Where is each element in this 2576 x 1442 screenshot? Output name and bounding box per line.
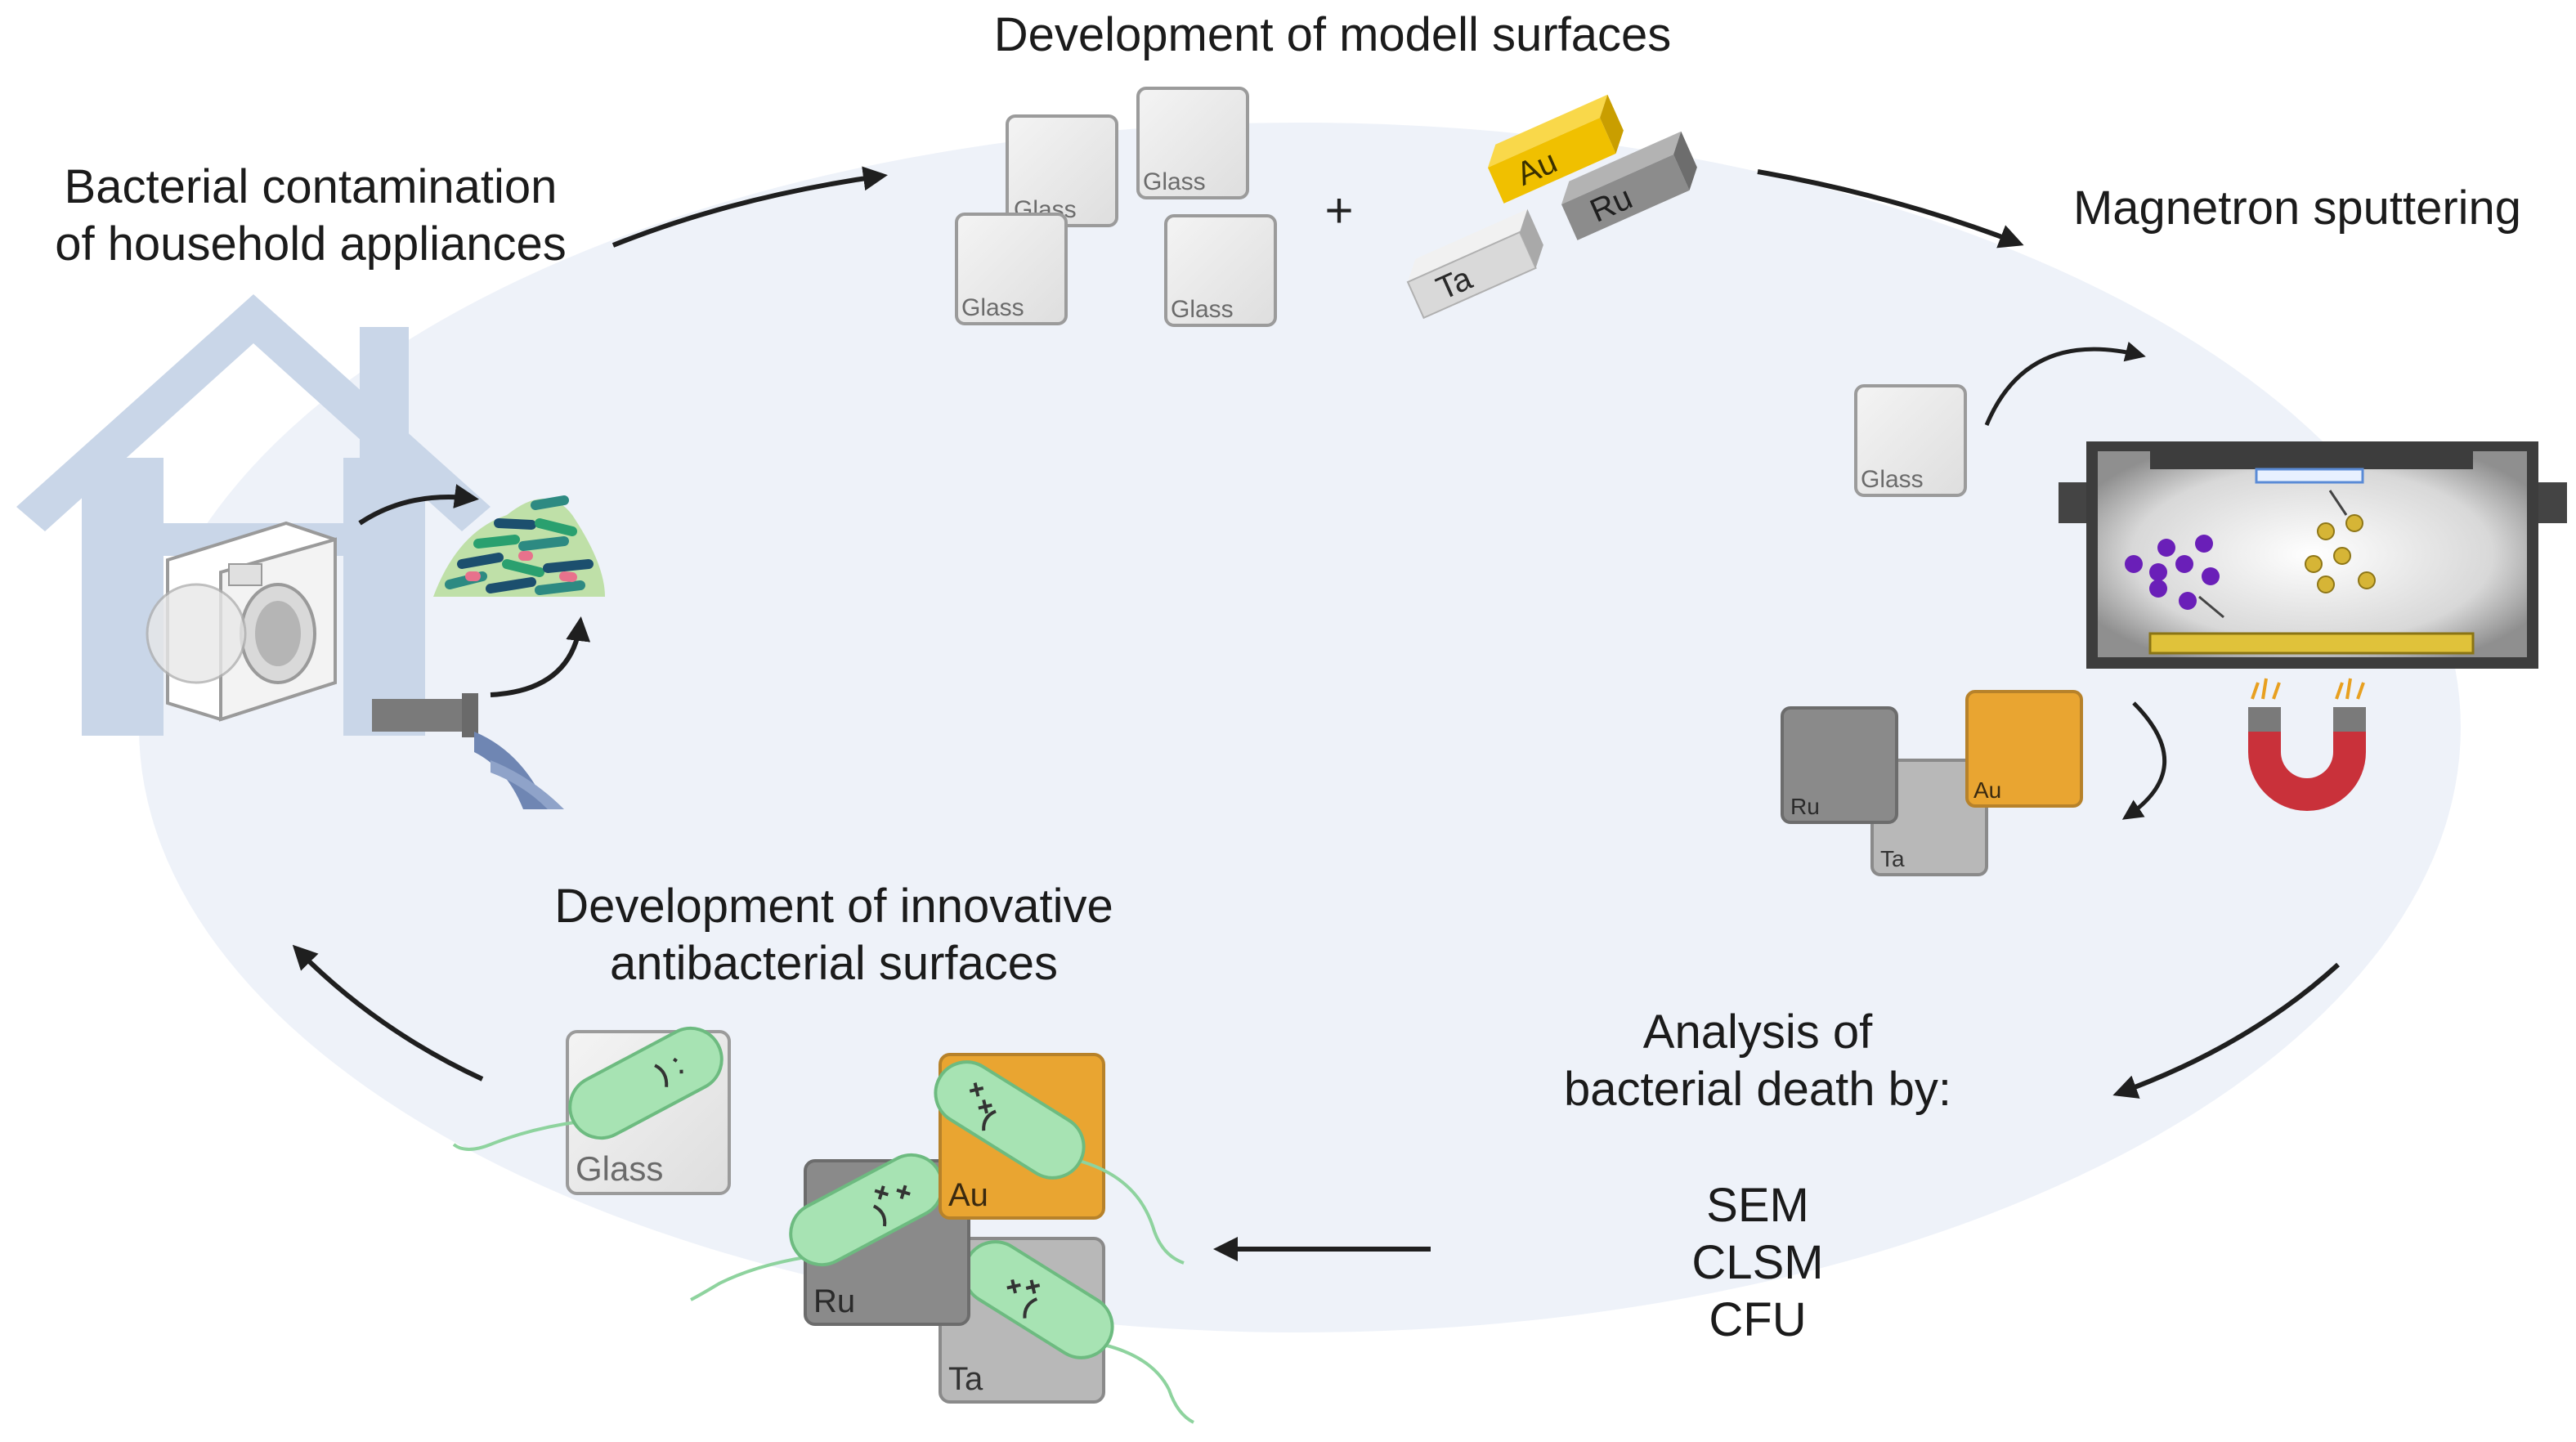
drain-pipe-icon [372,693,564,809]
surface-label: Ru [813,1283,855,1319]
surface-label: Glass [961,294,1024,321]
house-icon [16,294,491,736]
glass-slide: Glass [1136,87,1249,199]
tantalum-bar-icon: Ta [1406,208,1543,320]
ru-surface-with-bacterium: Ru [690,1153,970,1326]
drain-arrow-to-bacteria [490,616,591,697]
analysis-title-line1: Analysis of [1642,1005,1873,1059]
analysis-method-clsm: CLSM [1691,1236,1824,1289]
glass-slide: Glass [1006,114,1118,227]
surface-label: Ta [1880,846,1905,871]
ruthenium-bar-icon: Ru [1561,131,1697,240]
gold-bar-icon: Au [1488,94,1624,204]
analysis-method-sem: SEM [1706,1179,1809,1232]
sputtering-chamber-icon [2059,441,2567,669]
surface-label: Ru [1790,794,1820,819]
surface-label: Glass [576,1149,663,1188]
stage-title-magnetron-sputtering: Magnetron sputtering [2072,181,2522,235]
glass-to-chamber-arrow [1984,342,2146,426]
coated-slide-ta: Ta [1870,759,1988,876]
cycle-arrow-5 [292,944,484,1082]
glass-slide: Glass [1854,384,1967,497]
glass-slide: Glass [955,213,1068,325]
surface-label: Au [1973,777,2001,803]
surface-label: Glass [1143,168,1206,195]
cycle-arrow-1 [612,166,888,248]
surface-label: Ta [948,1361,983,1397]
analysis-title-line2: bacterial death by: [1564,1063,1951,1116]
surface-label: Glass [1861,466,1924,493]
plus-sign: + [1324,183,1353,238]
analysis-method-cfu: CFU [1709,1293,1807,1346]
washing-machine-icon [146,521,337,722]
cycle-arrow-3 [2112,962,2341,1099]
ta-surface-with-bacterium: Ta [939,1237,1194,1424]
stage-title-contamination-line1: Bacterial contamination [64,160,558,213]
surface-label: Glass [1171,296,1234,323]
magnet-icon [2248,678,2366,811]
stage-title-contamination-line2: of household appliances [55,217,567,271]
cycle-arrow-2 [1757,169,2024,249]
surface-label: Au [948,1177,988,1213]
coated-slide-ru: Ru [1781,706,1898,824]
stage-title-innovative-line1: Development of innovative [554,880,1113,933]
glass-surface-with-bacterium: Glass [452,1026,731,1195]
coated-slide-au: Au [1965,690,2083,808]
stage-title-modell-surfaces: Development of modell surfaces [993,8,1672,61]
cycle-background [139,123,2461,1332]
bacteria-pile-icon [433,495,605,597]
au-surface-with-bacterium: Au [934,1053,1185,1265]
chamber-to-coated-arrow [2121,701,2166,820]
glass-slide: Glass [1164,214,1277,327]
house-arrow-to-bacteria [358,484,479,526]
stage-title-innovative-line2: antibacterial surfaces [609,937,1059,990]
